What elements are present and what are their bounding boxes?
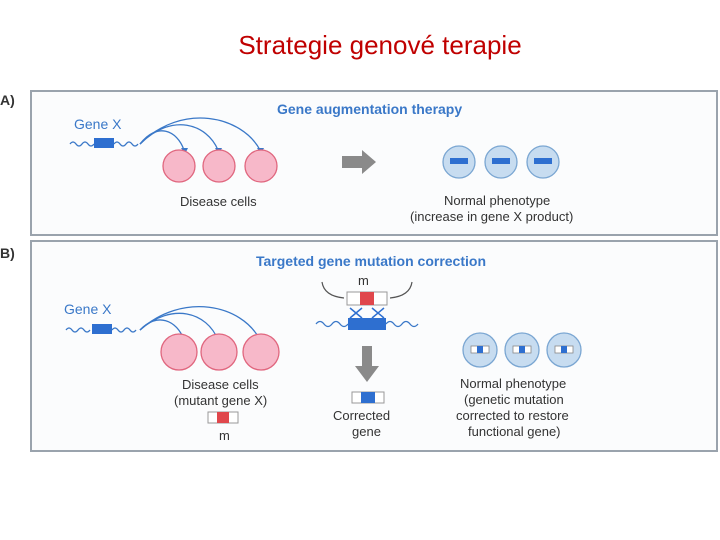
delivery-arrow-3 (139, 117, 261, 151)
mutation-block (217, 412, 229, 423)
panel-b-label: B) (0, 245, 15, 261)
gene-x-block (92, 324, 112, 334)
target-strand-left (321, 281, 345, 299)
dna-strand-right (111, 327, 137, 333)
mutation-label-bottom: m (219, 428, 230, 443)
panel-b-heading: Targeted gene mutation correction (256, 253, 486, 269)
normal-phenotype-label: Normal phenotype (460, 376, 566, 391)
gene-x-label: Gene X (74, 116, 122, 132)
target-strand-right (389, 281, 413, 299)
mutation-label-top: m (358, 273, 369, 288)
corrected-gene-block (561, 346, 567, 353)
page-title: Strategie genové terapie (238, 30, 522, 60)
disease-cells-label: Disease cells (180, 194, 257, 209)
delivery-arrow-2 (139, 124, 219, 151)
panel-b-diagram: Targeted gene mutation correction Gene X… (64, 253, 582, 443)
corrected-label: Corrected (333, 408, 390, 423)
panel-a-diagram: Gene augmentation therapy Gene X Disease… (69, 101, 573, 224)
mutant-gene-label: (mutant gene X) (174, 393, 267, 408)
process-arrow-icon (342, 150, 376, 174)
disease-cell (244, 149, 278, 183)
dna-strand-left (69, 141, 95, 147)
corrected-gene-label: gene (352, 424, 381, 439)
corrected-gene-block (519, 346, 525, 353)
normal-phenotype-detail: (increase in gene X product) (410, 209, 573, 224)
corrected-gene-block (477, 346, 483, 353)
corrected-gene-block (361, 392, 375, 403)
gene-product-block (534, 158, 552, 164)
panel-a-label: A) (0, 92, 15, 108)
disease-cell (160, 333, 198, 371)
crossover-marks (349, 307, 385, 319)
donor-strand-right (385, 320, 419, 328)
disease-cell (242, 333, 280, 371)
process-arrow-icon (355, 346, 379, 382)
gene-x-label: Gene X (64, 301, 112, 317)
panel-b: Targeted gene mutation correction Gene X… (30, 240, 718, 452)
donor-gene-block (348, 318, 386, 330)
normal-phenotype-detail-2: corrected to restore (456, 408, 569, 423)
gene-x-block (94, 138, 114, 148)
normal-phenotype-label: Normal phenotype (444, 193, 550, 208)
normal-phenotype-detail-3: functional gene) (468, 424, 561, 439)
normal-phenotype-detail-1: (genetic mutation (464, 392, 564, 407)
panel-a: Gene augmentation therapy Gene X Disease… (30, 90, 718, 236)
gene-product-block (450, 158, 468, 164)
donor-strand-left (315, 320, 349, 328)
delivery-arrow-1 (139, 130, 185, 151)
dna-strand-left (65, 327, 91, 333)
panel-a-heading: Gene augmentation therapy (277, 101, 462, 117)
delivery-arrow-3 (139, 306, 261, 341)
gene-product-block (492, 158, 510, 164)
disease-cells-label: Disease cells (182, 377, 259, 392)
dna-strand-right (113, 141, 139, 147)
disease-cell (202, 149, 236, 183)
target-mutation-block (360, 292, 374, 305)
disease-cell (200, 333, 238, 371)
disease-cell (162, 149, 196, 183)
